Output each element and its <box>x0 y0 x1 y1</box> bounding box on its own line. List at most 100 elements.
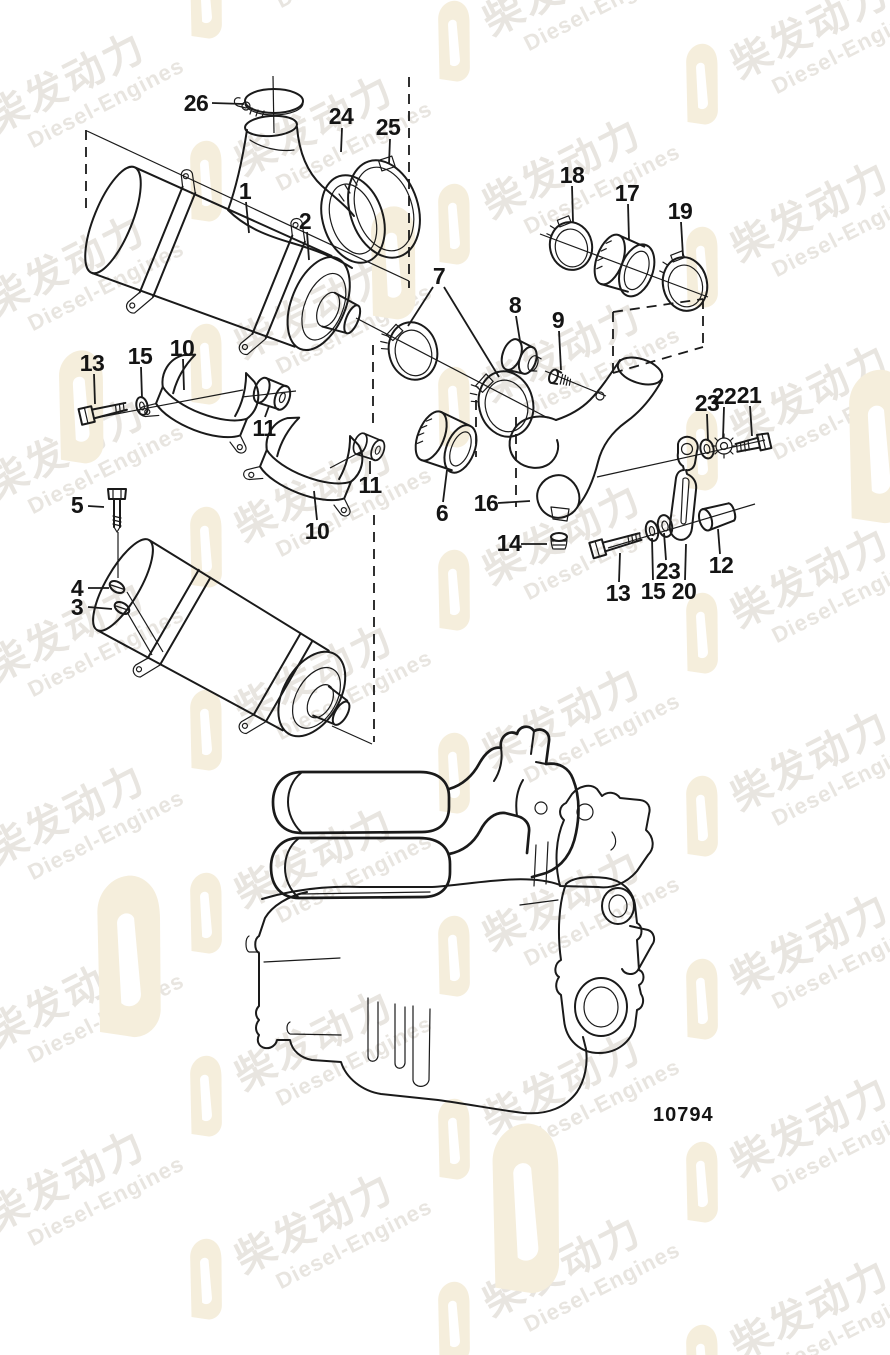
leader-line-8 <box>515 315 521 342</box>
v-clamp <box>233 88 304 118</box>
callout-10: 10 <box>305 518 330 544</box>
brand-logo-icon <box>190 0 222 39</box>
leader-line-18 <box>571 185 574 223</box>
star-washer <box>711 433 737 459</box>
callout-25: 25 <box>376 114 401 140</box>
callout-1: 1 <box>239 178 252 204</box>
callout-11: 11 <box>252 415 276 441</box>
watermark <box>371 206 416 320</box>
callout-10: 10 <box>170 335 195 361</box>
muffler-rear <box>92 538 351 738</box>
leader-line-7 <box>407 286 434 327</box>
clip <box>108 580 126 594</box>
leader-line-25 <box>388 138 391 165</box>
callout-26: 26 <box>184 90 209 116</box>
rubber-bush <box>252 376 292 411</box>
leader-line-10 <box>313 490 318 521</box>
leader-line-10 <box>182 358 185 391</box>
leader-line-13 <box>93 373 96 405</box>
leader-line-2 <box>306 231 310 261</box>
watermark-en-text: Diesel-Engines <box>272 0 436 13</box>
leader-line-17 <box>627 203 630 241</box>
callout-5: 5 <box>71 492 84 518</box>
watermark <box>97 875 161 1038</box>
leader-line-1 <box>245 201 250 234</box>
leader-line-7 <box>443 286 500 378</box>
muffler-clamp-band <box>238 217 306 356</box>
exhaust-bend <box>508 356 664 522</box>
spacer-sleeve <box>697 502 737 532</box>
saddle-support <box>243 416 364 517</box>
hose-clamp <box>338 155 421 259</box>
callout-9: 9 <box>552 307 564 333</box>
watermark <box>849 369 890 524</box>
saddle-support <box>139 353 260 454</box>
leader-line-12 <box>717 528 721 555</box>
callout-15: 15 <box>128 343 153 369</box>
exhaust-sleeve <box>414 410 478 474</box>
leader-line-24 <box>340 127 343 153</box>
hex-bolt <box>77 401 128 426</box>
callout-17: 17 <box>615 180 640 206</box>
exhaust-elbow <box>227 114 355 269</box>
leader-line-19 <box>680 221 684 257</box>
support-bracket <box>668 435 699 541</box>
callout-24: 24 <box>329 103 354 129</box>
leader-line-11 <box>264 405 270 418</box>
callout-4: 4 <box>71 575 84 601</box>
callout-11: 11 <box>358 472 382 498</box>
callout-20: 20 <box>672 578 697 604</box>
callout-22: 22 <box>712 383 737 409</box>
figure-number: 10794 <box>653 1104 714 1126</box>
rubber-bush <box>352 432 386 462</box>
muffler-clamp-band <box>132 568 212 678</box>
leader-line-5 <box>87 505 105 508</box>
screw <box>548 368 572 386</box>
leader-line-21 <box>749 405 753 437</box>
leader-line-6 <box>442 469 448 503</box>
leader-line-9 <box>558 330 562 371</box>
callout-23: 23 <box>695 390 720 416</box>
hose-clamp <box>380 321 439 381</box>
leader-line-15 <box>140 366 143 399</box>
callout-18: 18 <box>560 162 585 188</box>
artwork <box>77 88 773 1115</box>
callout-6: 6 <box>436 500 448 526</box>
rubber-buffer <box>500 338 542 375</box>
callout-19: 19 <box>668 198 693 224</box>
callout-14: 14 <box>497 530 522 556</box>
hex-bolt <box>588 532 643 560</box>
callout-21: 21 <box>737 382 762 408</box>
washer <box>135 396 149 416</box>
drain-plug <box>550 532 568 550</box>
callout-23: 23 <box>656 558 681 584</box>
leader-line-3 <box>87 606 113 610</box>
callout-7: 7 <box>433 263 445 289</box>
leader-line-23 <box>663 532 667 561</box>
muffler-front <box>84 165 362 356</box>
leader-line-13 <box>618 552 621 583</box>
hose-clamp <box>659 250 709 312</box>
washer <box>699 438 715 460</box>
watermark <box>492 1123 560 1294</box>
engine-assembly <box>245 725 656 1115</box>
callout-8: 8 <box>509 292 522 318</box>
leader-line-15 <box>651 537 654 581</box>
leader-line-26 <box>211 102 245 105</box>
callout-16: 16 <box>474 490 499 516</box>
washer <box>656 514 674 538</box>
